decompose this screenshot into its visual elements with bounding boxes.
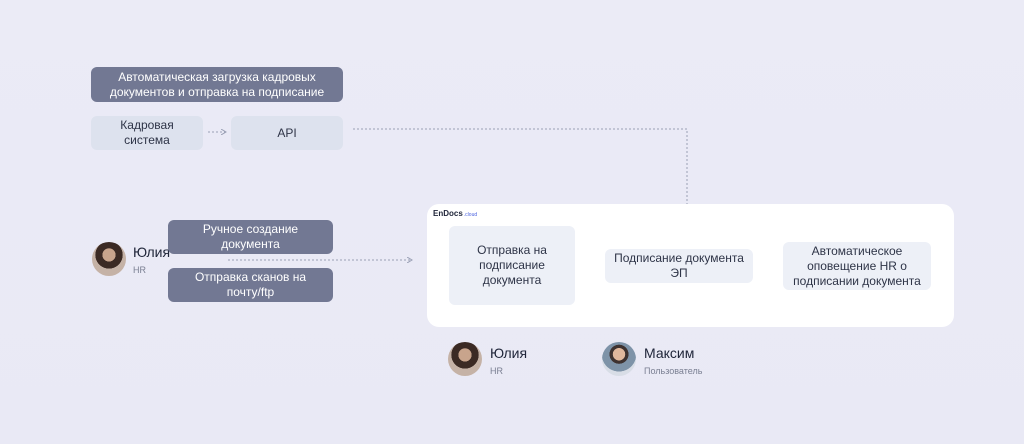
step-label: Автоматическое оповещение HR о подписани… (793, 243, 921, 288)
person-role: HR (133, 265, 146, 275)
send-scans-box: Отправка сканов на почту/ftp (168, 268, 333, 302)
avatar-maxim (602, 342, 636, 376)
manual-create-label: Ручное создание документа (202, 222, 299, 251)
manual-create-box: Ручное создание документа (168, 220, 333, 254)
person-name: Юлия (490, 345, 528, 361)
step-label: Подписание документа ЭП (614, 251, 744, 280)
step-sign-document: Подписание документа ЭП (605, 249, 753, 283)
avatar-yulia (92, 242, 126, 276)
person-name: Юлия (133, 244, 171, 260)
step-send-for-signing: Отправка на подписание документа (449, 226, 575, 305)
person-name: Максим (644, 345, 695, 361)
auto-upload-title-box: Автоматическая загрузка кадровых докумен… (91, 67, 343, 102)
avatar-yulia (448, 342, 482, 376)
brand-domain: .cloud (463, 212, 478, 218)
person-role: Пользователь (644, 366, 703, 376)
send-scans-label: Отправка сканов на почту/ftp (194, 270, 307, 299)
step-notify-hr: Автоматическое оповещение HR о подписани… (783, 242, 931, 290)
arrow-api-to-signing (353, 128, 687, 236)
auto-upload-title: Автоматическая загрузка кадровых докумен… (109, 69, 325, 99)
api-label: API (277, 125, 297, 140)
step-label: Отправка на подписание документа (477, 243, 547, 287)
endocs-logo: EnDocs.cloud (433, 209, 477, 218)
brand-name: EnDocs (433, 209, 463, 218)
hr-system-label: Кадровая система (120, 118, 174, 147)
hr-system-box: Кадровая система (91, 116, 203, 150)
person-role: HR (490, 366, 503, 376)
api-box: API (231, 116, 343, 150)
